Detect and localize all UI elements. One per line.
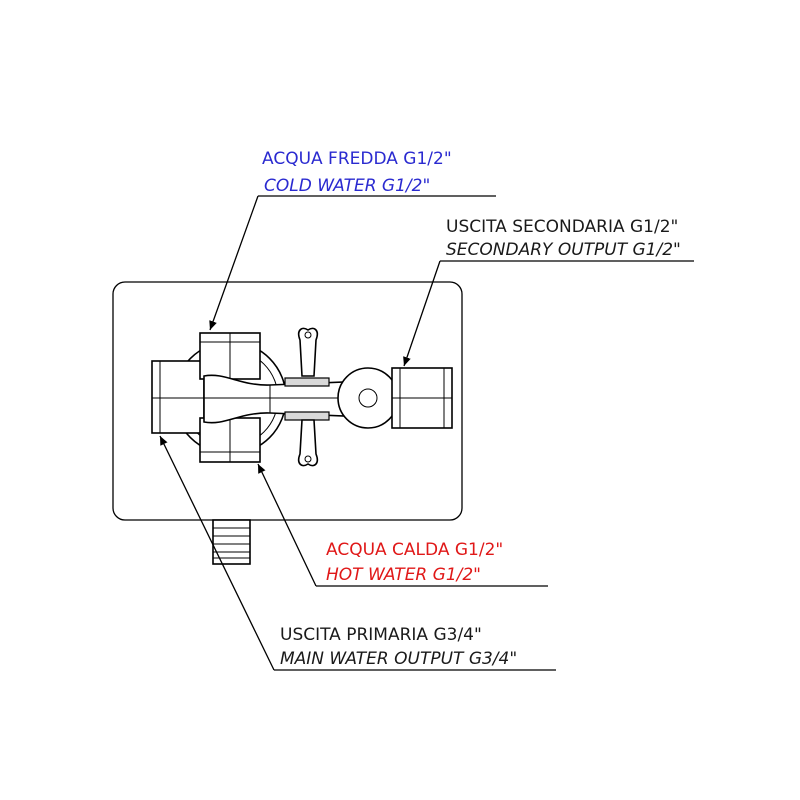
hot-label-it: ACQUA CALDA G1/2" [326, 540, 503, 560]
leader-main [159, 435, 556, 671]
ball-joint [337, 367, 399, 429]
secondary-label-en: SECONDARY OUTPUT G1/2" [446, 240, 681, 260]
left-connector [151, 360, 205, 434]
secondary-output-connector [391, 367, 453, 429]
hot-inlet-block [199, 417, 261, 463]
central-shaft [203, 374, 350, 424]
cold-label-it: ACQUA FREDDA G1/2" [262, 149, 452, 169]
cold-label-en: COLD WATER G1/2" [264, 176, 430, 196]
main-label-en: MAIN WATER OUTPUT G3/4" [280, 649, 517, 669]
secondary-label-it: USCITA SECONDARIA G1/2" [446, 217, 678, 237]
leader-hot [257, 463, 548, 587]
wing-handle-top [297, 327, 319, 377]
cold-inlet-block [199, 332, 261, 380]
hot-label-en: HOT WATER G1/2" [326, 565, 481, 585]
mounting-box [112, 281, 463, 521]
main-label-it: USCITA PRIMARIA G3/4" [280, 625, 482, 645]
leader-secondary [403, 260, 694, 367]
wing-handle-bottom [297, 419, 319, 467]
leader-cold [209, 195, 496, 331]
